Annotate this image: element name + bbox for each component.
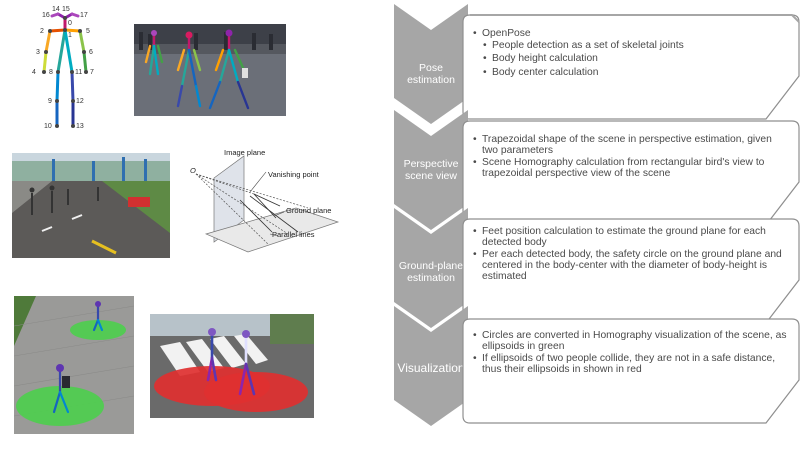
joint-label: 5 xyxy=(86,28,90,35)
step-panel-perspective-scene-view: Trapezoidal shape of the scene in perspe… xyxy=(462,120,800,226)
joint-label: 7 xyxy=(90,69,94,76)
bullet-item: If ellipsoids of two people collide, the… xyxy=(473,353,788,375)
joint-label: 2 xyxy=(40,28,44,35)
image-plane-diagram: O Image plane Vanishing point Ground pla… xyxy=(188,148,348,258)
joint-label: 8 xyxy=(49,69,53,76)
step-panel-pose-estimation: OpenPose People detection as a set of sk… xyxy=(462,14,800,120)
step-chevron-pose-estimation: Pose estimation xyxy=(394,4,468,124)
unsafe-circle xyxy=(204,372,308,412)
joint-label: 17 xyxy=(80,12,88,19)
step-chevron-perspective-scene-view: Perspective scene view xyxy=(394,110,468,230)
step-panel-text: Trapezoidal shape of the scene in perspe… xyxy=(472,134,782,180)
joint-label: 3 xyxy=(36,49,40,56)
step-panel-text: Circles are converted in Homography visu… xyxy=(472,330,788,376)
safe-circle xyxy=(16,386,104,426)
step-label: Visualization xyxy=(397,361,465,375)
parallel-lines-label: Parallel lines xyxy=(272,230,315,239)
step-label: Pose estimation xyxy=(407,62,455,86)
step-panel-text: Feet position calculation to estimate th… xyxy=(472,226,782,283)
step-panel-ground-plane-estimation: Feet position calculation to estimate th… xyxy=(462,218,800,324)
bullet-item: Per each detected body, the safety circl… xyxy=(473,249,782,283)
joint-label: 6 xyxy=(89,49,93,56)
bullet-item: OpenPose xyxy=(473,28,772,39)
safe-distance-photo xyxy=(14,296,134,434)
ground-plane-label: Ground plane xyxy=(286,206,332,215)
bullet-item: Scene Homography calculation from rectan… xyxy=(473,157,782,179)
skeleton-drawing xyxy=(42,12,88,128)
pose-skeleton-figure: 14 15 16 17 0 2 1 5 3 6 4 8 11 7 9 12 10… xyxy=(28,6,102,134)
perspective-scene-photo xyxy=(12,153,170,258)
step-chevron-visualization: Visualization xyxy=(394,306,468,426)
bullet-item: Circles are converted in Homography visu… xyxy=(473,330,788,352)
step-panel-visualization: Circles are converted in Homography visu… xyxy=(462,318,800,424)
perspective-geometry-drawing xyxy=(195,155,340,253)
joint-label: 10 xyxy=(44,123,52,130)
joint-label: 13 xyxy=(76,123,84,130)
joint-label: 0 xyxy=(68,20,72,27)
joint-label: 14 xyxy=(52,6,60,13)
step-chevron-ground-plane-estimation: Ground-plane estimation xyxy=(394,208,468,328)
unsafe-distance-photo xyxy=(150,314,314,418)
joint-label: 15 xyxy=(62,6,70,13)
origin-label: O xyxy=(190,166,196,175)
joint-label: 11 xyxy=(75,69,83,76)
step-panel-text: OpenPose People detection as a set of sk… xyxy=(472,28,772,80)
bullet-item: Feet position calculation to estimate th… xyxy=(473,226,782,248)
step-label: Perspective scene view xyxy=(403,158,459,182)
sub-bullet-item: Body center calculation xyxy=(483,67,772,78)
vanishing-point-label: Vanishing point xyxy=(268,170,319,179)
joint-label: 12 xyxy=(76,98,84,105)
joint-label: 1 xyxy=(68,32,72,39)
joint-label: 4 xyxy=(32,69,36,76)
joint-label: 16 xyxy=(42,12,50,19)
joint-label: 9 xyxy=(48,98,52,105)
bullet-item: Trapezoidal shape of the scene in perspe… xyxy=(473,134,782,156)
step-label: Ground-plane estimation xyxy=(398,260,464,284)
sub-bullet-item: People detection as a set of skeletal jo… xyxy=(483,40,772,51)
image-plane-label: Image plane xyxy=(224,148,266,157)
safe-circle xyxy=(70,320,126,340)
pose-detection-photo xyxy=(134,24,286,116)
sub-bullet-item: Body height calculation xyxy=(483,53,772,64)
